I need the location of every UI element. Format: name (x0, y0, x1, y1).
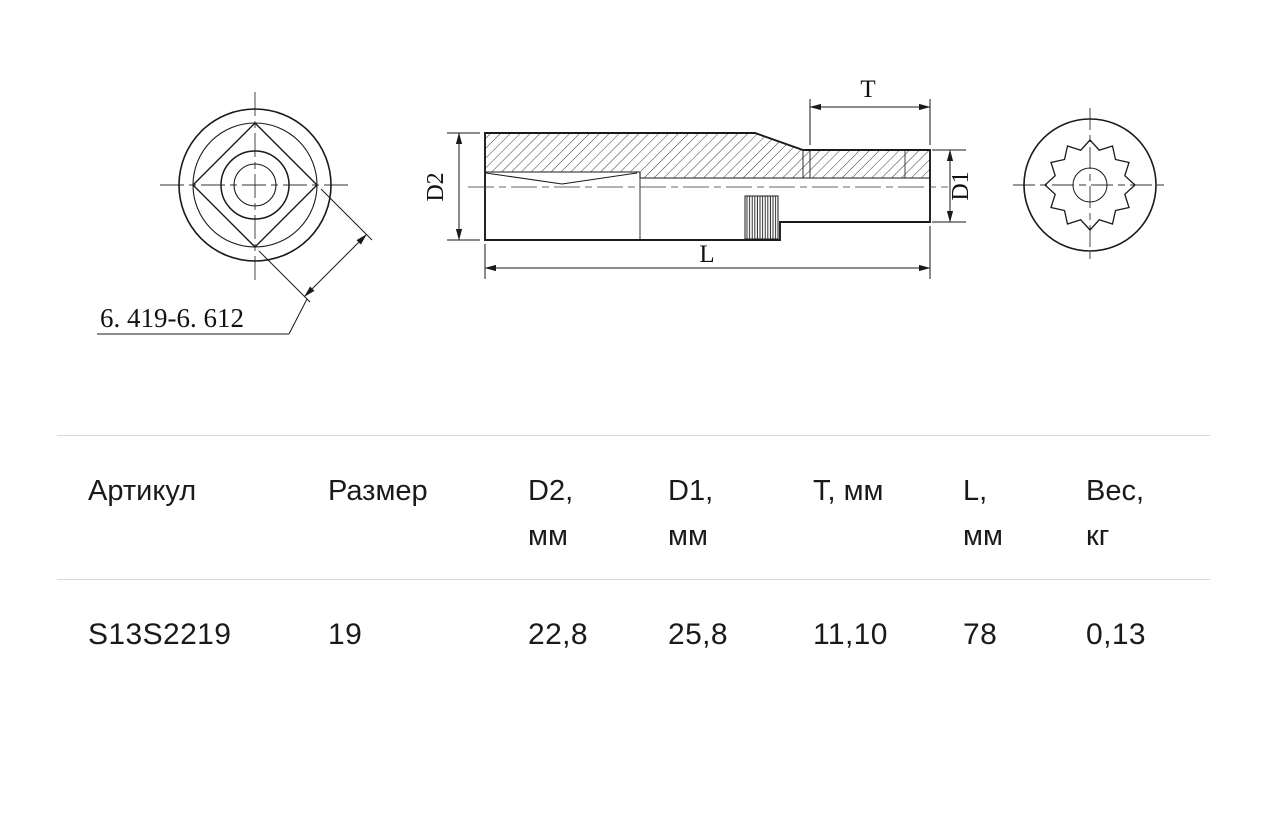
left-end-view (160, 92, 350, 280)
col-header-t: Т, мм (813, 469, 963, 559)
twelve-point-profile (1044, 139, 1136, 231)
header-label: мм (963, 520, 1003, 552)
outer-circle (178, 108, 332, 262)
cell-size: 19 (328, 618, 363, 651)
center-hole-circle (233, 163, 277, 207)
outer-circle (1023, 118, 1157, 252)
cavity-cone-line (485, 172, 563, 185)
technical-drawing: 6. 419-6. 612 D2 D1 T (97, 76, 1167, 335)
header-label: D2, (528, 475, 574, 507)
label-square-dimension: 6. 419-6. 612 (100, 303, 244, 333)
col-header-l: L, мм (963, 469, 1086, 559)
extension-line (320, 188, 373, 241)
dimension-d1: D1 (932, 149, 974, 223)
header-label: мм (528, 520, 568, 552)
label-t: T (860, 76, 875, 103)
header-label: D1, (668, 475, 714, 507)
center-hole-circle (1072, 167, 1108, 203)
dimension-line (304, 234, 367, 297)
cell-d1: 25,8 (668, 618, 728, 651)
technical-drawing-area: 6. 419-6. 612 D2 D1 T (0, 0, 1267, 400)
cavity-cone-line (561, 172, 638, 185)
header-label: Размер (328, 475, 428, 507)
table-data-row: S13S2219 19 22,8 25,8 11,10 78 0,13 (57, 580, 1210, 652)
body-outline (484, 132, 931, 241)
square-drive-outline (192, 122, 318, 248)
label-d1: D1 (948, 171, 974, 200)
cell-d2: 22,8 (528, 618, 588, 651)
section-hatch (485, 133, 930, 178)
table-header-row: Артикул Размер D2, мм D1, мм Т, мм L, мм… (57, 436, 1210, 580)
section-view (468, 132, 948, 241)
knurled-band (744, 195, 779, 240)
header-label: Т, мм (813, 475, 884, 507)
dimension-l: L (484, 226, 931, 279)
label-d2: D2 (423, 172, 449, 201)
leader-line (288, 298, 308, 335)
dimension-t: T (809, 76, 931, 145)
cell-weight: 0,13 (1086, 618, 1146, 651)
header-label: мм (668, 520, 708, 552)
cell-t: 11,10 (813, 618, 888, 651)
header-label: Вес, (1086, 475, 1145, 507)
col-header-d2: D2, мм (528, 469, 668, 559)
cell-l: 78 (963, 618, 998, 651)
spec-table: Артикул Размер D2, мм D1, мм Т, мм L, мм… (57, 435, 1210, 652)
col-header-d1: D1, мм (668, 469, 813, 559)
label-l: L (699, 241, 714, 268)
col-header-size: Размер (328, 469, 528, 559)
header-label: кг (1086, 520, 1110, 552)
header-label: L, (963, 475, 988, 507)
inner-circle (220, 150, 290, 220)
dimension-d2: D2 (423, 132, 480, 241)
cell-article: S13S2219 (88, 618, 232, 651)
right-end-view (1013, 108, 1167, 262)
col-header-weight: Вес, кг (1086, 469, 1210, 559)
square-drive-dimension: 6. 419-6. 612 (97, 188, 373, 335)
extension-line (258, 250, 311, 303)
header-label: Артикул (88, 475, 197, 507)
col-header-article: Артикул (88, 469, 328, 559)
